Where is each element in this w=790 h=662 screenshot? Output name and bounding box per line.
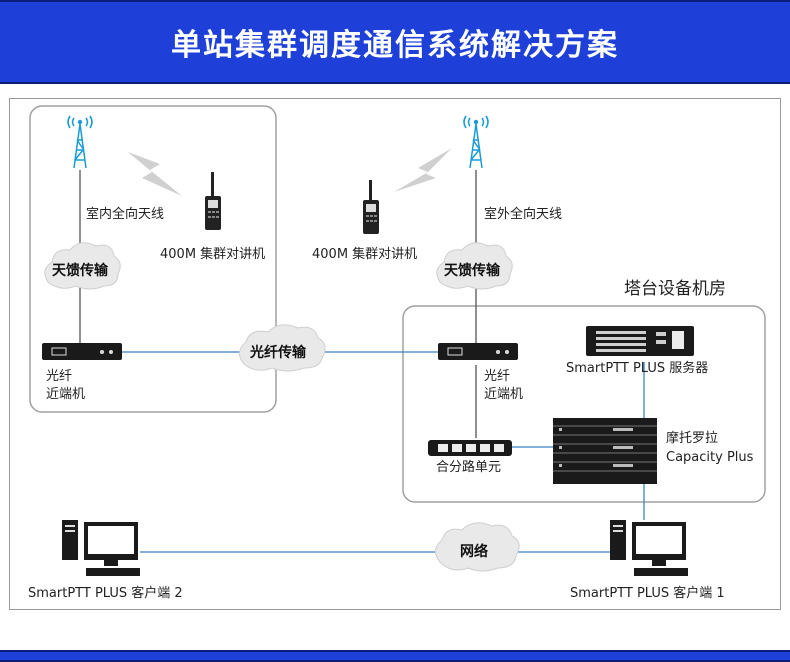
radio-left-label: 400M 集群对讲机 xyxy=(160,247,266,262)
client2-label: SmartPTT PLUS 客户端 2 xyxy=(28,586,183,601)
client2-computer-icon xyxy=(62,520,140,576)
near-end-left-label-1: 光纤 xyxy=(46,369,73,384)
splitter-icon xyxy=(428,440,512,456)
bottom-banner xyxy=(0,650,790,662)
outdoor-antenna-icon xyxy=(463,115,489,169)
near-end-right-label-1: 光纤 xyxy=(484,369,511,384)
title-banner: 单站集群调度通信系统解决方案 xyxy=(0,0,790,84)
client1-computer-icon xyxy=(610,520,688,576)
feeder-cloud-left xyxy=(44,242,121,290)
feeder-right-label: 天馈传输 xyxy=(444,263,500,279)
capacity-label-1: 摩托罗拉 xyxy=(666,431,719,446)
feeder-cloud-right xyxy=(436,242,513,290)
radio-left-icon xyxy=(205,172,221,230)
client1-label: SmartPTT PLUS 客户端 1 xyxy=(570,586,725,601)
server-icon xyxy=(586,326,694,356)
diagram-frame xyxy=(9,98,781,610)
tower-room-box xyxy=(402,305,766,503)
tower-room-title: 塔台设备机房 xyxy=(624,279,726,299)
radio-right-label: 400M 集群对讲机 xyxy=(312,247,418,262)
near-end-right-icon xyxy=(438,343,518,360)
indoor-antenna-label: 室内全向天线 xyxy=(86,207,165,222)
indoor-antenna-icon xyxy=(67,115,93,169)
server-label: SmartPTT PLUS 服务器 xyxy=(566,361,709,376)
page-title: 单站集群调度通信系统解决方案 xyxy=(171,28,619,63)
capacity-label-2: Capacity Plus xyxy=(666,450,754,465)
capacity-plus-rack-icon xyxy=(553,418,657,484)
near-end-left-icon xyxy=(42,343,122,360)
wireless-signal-right-icon xyxy=(394,148,452,192)
feeder-left-label: 天馈传输 xyxy=(52,263,108,279)
network-cloud xyxy=(435,522,520,572)
splitter-label: 合分路单元 xyxy=(436,460,502,475)
radio-right-icon xyxy=(363,180,379,234)
fiber-cloud xyxy=(239,324,326,372)
network-label: 网络 xyxy=(460,544,488,560)
indoor-room-box xyxy=(29,105,277,413)
fiber-label: 光纤传输 xyxy=(250,345,306,361)
outdoor-antenna-label: 室外全向天线 xyxy=(484,207,563,222)
wireless-signal-left-icon xyxy=(128,152,182,196)
near-end-left-label-2: 近端机 xyxy=(46,387,86,402)
near-end-right-label-2: 近端机 xyxy=(484,387,524,402)
